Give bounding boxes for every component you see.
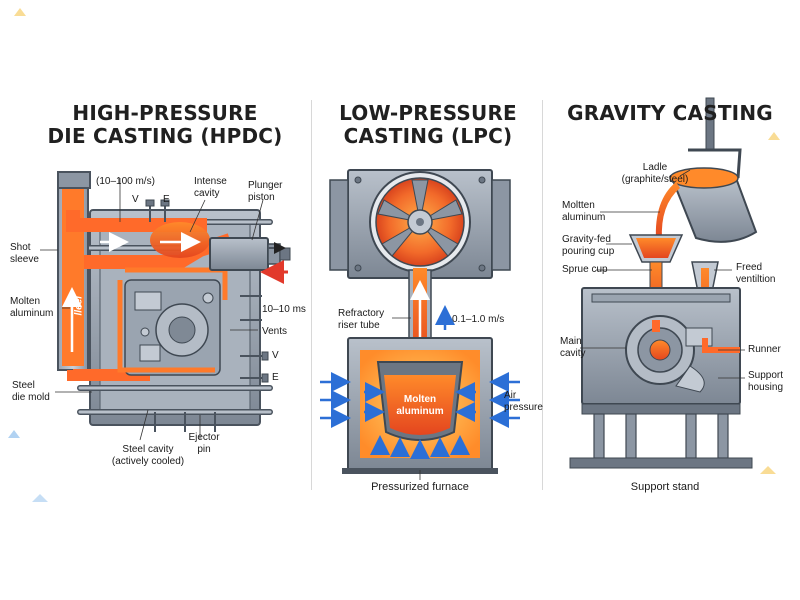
hpdc-shot-sleeve-label: Shot sleeve [10, 242, 39, 265]
divider-left [311, 100, 312, 490]
gravity-freed-label: Freed ventiltion [736, 262, 776, 285]
lpc-wheel [369, 171, 471, 273]
lpc-machine [320, 169, 520, 480]
hpdc-intense-cavity-label: Intense cavity [194, 176, 227, 199]
gravity-caption: Support stand [630, 481, 700, 493]
lpc-riser-label: Refractory riser tube [338, 308, 385, 331]
gravity-sprue-label: Sprue cup [562, 264, 608, 275]
hpdc-ejector-label: Ejector pin [188, 432, 220, 455]
gravity-support-housing-label: Support housing [748, 370, 784, 393]
lpc-molten-label: Molten aluminum [396, 394, 444, 417]
hpdc-steel-die-label: Steel die mold [12, 380, 50, 403]
hpdc-v-side-label: V [272, 350, 279, 361]
hpdc-cast-part [124, 279, 221, 376]
hpdc-steel-cavity-label: Steel cavity (actively cooled) [111, 444, 185, 467]
lpc-air-label: Air pressure [504, 390, 543, 413]
hpdc-steel-vertical-label: lleel [73, 296, 85, 316]
gravity-cast-part [625, 315, 713, 393]
hpdc-e-side-label: E [272, 372, 279, 383]
gravity-molten-label: Moltten aluminum [562, 200, 606, 223]
lpc-speed-label: 0.1–1.0 m/s [452, 314, 505, 325]
hpdc-speed-label: (10–100 m/s) [96, 176, 155, 187]
gravity-runner-label: Runner [748, 344, 781, 355]
decorative-corners [8, 8, 780, 502]
hpdc-time-label: 10–10 ms [262, 304, 306, 315]
hpdc-v-top-label: V [132, 194, 139, 205]
gravity-pouring-label: Gravity-fed pouring cup [562, 234, 615, 257]
divider-right [542, 100, 543, 490]
gravity-machine [569, 97, 758, 469]
hpdc-e-top-label: E [163, 194, 170, 205]
gravity-title: GRAVITY CASTING [567, 101, 773, 125]
hpdc-molten-label: Molten aluminum [10, 296, 54, 319]
hpdc-title: HIGH-PRESSURE DIE CASTING (HPDC) [47, 101, 283, 148]
lpc-title: LOW-PRESSURE CASTING (LPC) [339, 101, 517, 148]
hpdc-machine [40, 171, 291, 441]
gravity-ladle-label: Ladle (graphite/steel) [621, 162, 689, 185]
gravity-main-cavity-label: Main cavity [560, 336, 586, 359]
hpdc-plunger-label: Plunger piston [248, 180, 283, 203]
hpdc-vents-label: Vents [262, 326, 288, 337]
gravity-ladle [669, 148, 758, 243]
lpc-caption: Pressurized furnace [371, 481, 469, 493]
